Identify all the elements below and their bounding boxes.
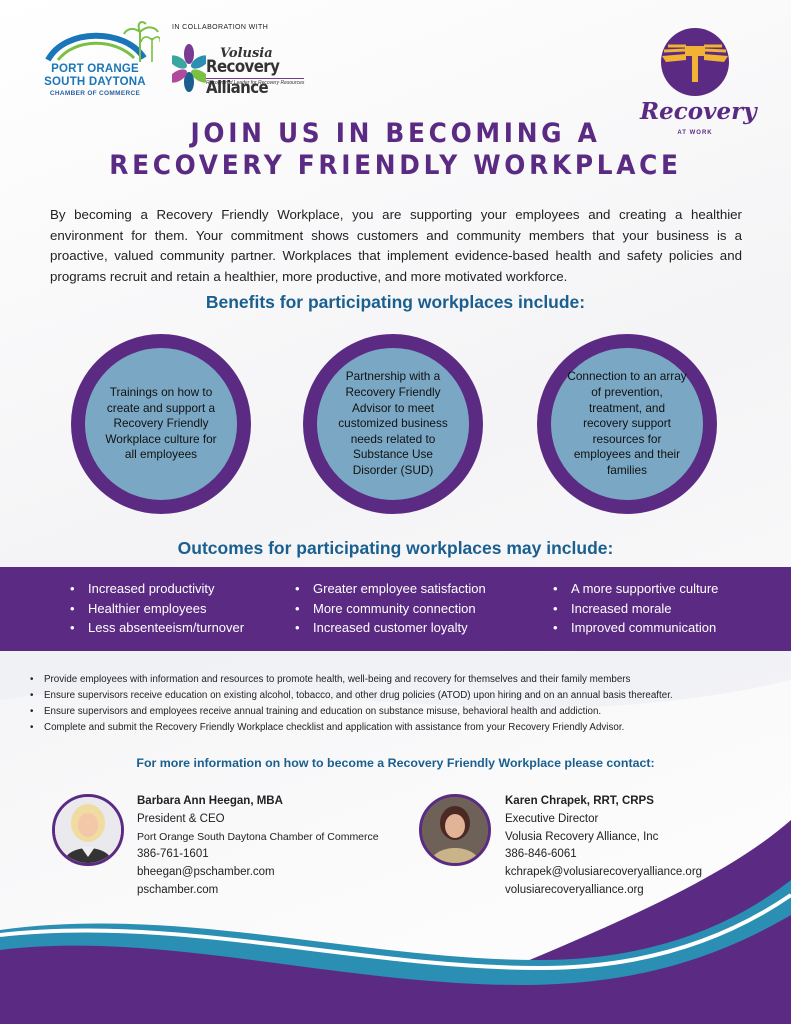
outcomes-column-2: Greater employee satisfaction More commu… bbox=[295, 579, 486, 638]
benefit-text-1: Trainings on how to create and support a… bbox=[105, 385, 217, 462]
contact-website[interactable]: volusiarecoveryalliance.org bbox=[505, 883, 644, 896]
person-photo-icon bbox=[422, 797, 488, 863]
contact-email[interactable]: bheegan@pschamber.com bbox=[137, 866, 275, 879]
contact-role: Executive Director bbox=[505, 812, 599, 825]
outcomes-band: Increased productivity Healthier employe… bbox=[0, 567, 791, 651]
benefit-text-3: Connection to an array of prevention, tr… bbox=[567, 369, 687, 477]
recovery-logo-line2: AT WORK bbox=[677, 130, 713, 136]
recovery-logo-line1: Recovery bbox=[640, 98, 757, 125]
winged-hammer-icon bbox=[661, 28, 729, 96]
contact-org: Volusia Recovery Alliance, Inc bbox=[505, 830, 659, 843]
contact-card-karen: Karen Chrapek, RRT, CRPS Executive Direc… bbox=[505, 793, 702, 900]
page-title-line1: JOIN US IN BECOMING A bbox=[190, 118, 601, 149]
outcome-item: Improved communication bbox=[553, 618, 718, 638]
outcomes-heading: Outcomes for participating workplaces ma… bbox=[177, 538, 614, 558]
outcome-item: Greater employee satisfaction bbox=[295, 579, 486, 599]
benefit-text-2: Partnership with a Recovery Friendly Adv… bbox=[338, 369, 448, 477]
benefits-heading: Benefits for participating workplaces in… bbox=[205, 292, 586, 312]
requirement-item: Provide employees with information and r… bbox=[30, 672, 780, 688]
person-photo-icon bbox=[55, 797, 121, 863]
contact-name: Karen Chrapek, RRT, CRPS bbox=[505, 795, 654, 807]
benefit-circle-1: Trainings on how to create and support a… bbox=[71, 334, 251, 514]
outcome-item: More community connection bbox=[295, 599, 486, 619]
outcome-item: Increased customer loyalty bbox=[295, 618, 486, 638]
requirement-item: Complete and submit the Recovery Friendl… bbox=[30, 720, 780, 736]
chamber-arch-icon bbox=[45, 21, 161, 62]
requirement-item: Ensure supervisors and employees receive… bbox=[30, 704, 780, 720]
outcomes-column-1: Increased productivity Healthier employe… bbox=[70, 579, 244, 638]
avatar-barbara bbox=[52, 794, 124, 866]
contact-heading: For more information on how to become a … bbox=[136, 756, 655, 770]
chamber-logo: PORT ORANGE SOUTH DAYTONA CHAMBER OF COM… bbox=[40, 20, 161, 100]
requirements-list: Provide employees with information and r… bbox=[30, 672, 780, 736]
requirement-item: Ensure supervisors receive education on … bbox=[30, 688, 780, 704]
vra-logo-line1: Volusia bbox=[220, 46, 273, 61]
contact-name: Barbara Ann Heegan, MBA bbox=[137, 795, 283, 807]
page-title-line2: RECOVERY FRIENDLY WORKPLACE bbox=[109, 150, 682, 181]
contact-role: President & CEO bbox=[137, 812, 225, 825]
avatar-karen bbox=[419, 794, 491, 866]
vra-logo-tagline: Recognized Leader for Recovery Resources bbox=[206, 78, 305, 86]
outcome-item: A more supportive culture bbox=[553, 579, 718, 599]
contact-phone[interactable]: 386-761-1601 bbox=[137, 848, 209, 861]
chamber-logo-line1: PORT ORANGE bbox=[51, 63, 139, 75]
contact-org: Port Orange South Daytona Chamber of Com… bbox=[137, 830, 379, 843]
contact-website[interactable]: pschamber.com bbox=[137, 883, 219, 896]
chamber-logo-line3: CHAMBER OF COMMERCE bbox=[49, 90, 141, 97]
outcome-item: Less absenteeism/turnover bbox=[70, 618, 244, 638]
chamber-logo-line2: SOUTH DAYTONA bbox=[44, 76, 146, 88]
contact-email[interactable]: kchrapek@volusiarecoveryalliance.org bbox=[505, 866, 703, 879]
outcome-item: Increased productivity bbox=[70, 579, 244, 599]
contact-phone[interactable]: 386-846-6061 bbox=[505, 848, 577, 861]
outcomes-column-3: A more supportive culture Increased mora… bbox=[553, 579, 718, 638]
contact-card-barbara: Barbara Ann Heegan, MBA President & CEO … bbox=[137, 793, 379, 900]
vra-logo: Volusia Recovery Alliance Recognized Lea… bbox=[172, 38, 322, 98]
benefit-circle-3: Connection to an array of prevention, tr… bbox=[537, 334, 717, 514]
collaboration-label: IN COLLABORATION WITH bbox=[172, 24, 269, 31]
vra-logo-line2: Recovery Alliance bbox=[206, 56, 280, 98]
flower-icon bbox=[172, 44, 206, 92]
recovery-at-work-logo: Recovery AT WORK bbox=[640, 26, 757, 146]
outcome-item: Increased morale bbox=[553, 599, 718, 619]
outcome-item: Healthier employees bbox=[70, 599, 244, 619]
benefit-circle-2: Partnership with a Recovery Friendly Adv… bbox=[303, 334, 483, 514]
intro-paragraph: By becoming a Recovery Friendly Workplac… bbox=[50, 207, 742, 284]
